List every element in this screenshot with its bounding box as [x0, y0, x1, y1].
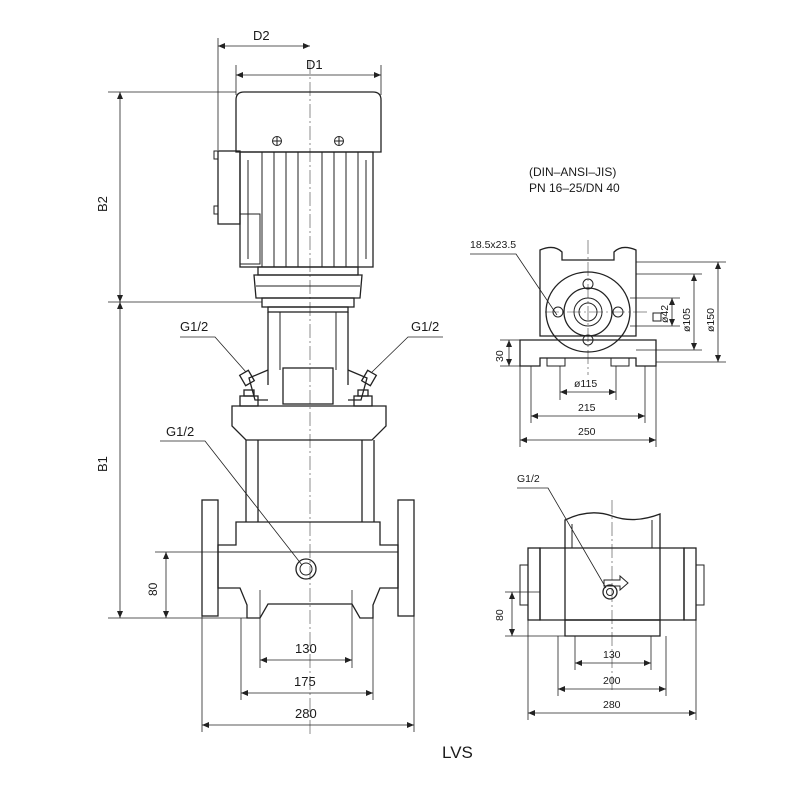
motor-cover [235, 91, 382, 153]
label-b1: B1 [95, 456, 110, 472]
label-d2: D2 [253, 28, 270, 43]
leader-lines [160, 336, 443, 566]
dimension-lines [108, 38, 415, 732]
flange-body [539, 246, 637, 337]
label-d1: D1 [306, 57, 323, 72]
side-dimension-lines [505, 487, 697, 720]
label-g-front: G1/2 [166, 424, 194, 439]
side-view: G1/2 80 130 200 280 [494, 473, 705, 720]
motor-body [239, 151, 374, 268]
label-w280: 280 [295, 706, 317, 721]
flange-view: (DIN–ANSI–JIS) PN 16–25/DN 40 [470, 165, 726, 447]
label-w130: 130 [295, 641, 317, 656]
label-h30: 30 [494, 350, 506, 362]
main-view: D2 D1 B2 B1 G1/2 G1/2 G1/2 80 130 175 28… [95, 28, 443, 735]
flange-bore [563, 287, 613, 337]
flange-title-line2: PN 16–25/DN 40 [529, 181, 620, 195]
pump-head [231, 389, 387, 441]
label-side-h80: 80 [494, 609, 506, 621]
pump-base [201, 499, 415, 619]
label-slot: 18.5x23.5 [470, 239, 516, 251]
label-side-w130: 130 [603, 649, 621, 661]
label-g-left: G1/2 [180, 319, 208, 334]
oval-flange [545, 271, 631, 353]
label-side-w280: 280 [603, 699, 621, 711]
label-h80: 80 [146, 582, 160, 596]
label-d150: ø150 [705, 308, 717, 332]
terminal-box [213, 150, 261, 265]
stage-casing [245, 440, 375, 522]
label-d115: ø115 [574, 378, 597, 390]
label-d42: ø42 [659, 305, 671, 323]
vent-plug-left [238, 369, 269, 401]
side-casing [564, 512, 661, 621]
label-g-right: G1/2 [411, 319, 439, 334]
flow-arrow-icon [603, 574, 629, 592]
cover-screw-icon [272, 136, 344, 146]
motor-flange [253, 266, 363, 313]
flange-title-line1: (DIN–ANSI–JIS) [529, 165, 616, 179]
flange-base [519, 339, 657, 367]
label-w250: 250 [578, 426, 596, 438]
label-d105: ø105 [681, 308, 693, 332]
label-w215: 215 [578, 402, 596, 414]
drawing-caption: LVS [442, 743, 473, 762]
label-side-g: G1/2 [517, 473, 540, 485]
label-w175: 175 [294, 674, 316, 689]
flange-dimension-lines [470, 253, 726, 447]
label-b2: B2 [95, 196, 110, 212]
coupling-column [267, 312, 349, 405]
label-side-w200: 200 [603, 675, 621, 687]
